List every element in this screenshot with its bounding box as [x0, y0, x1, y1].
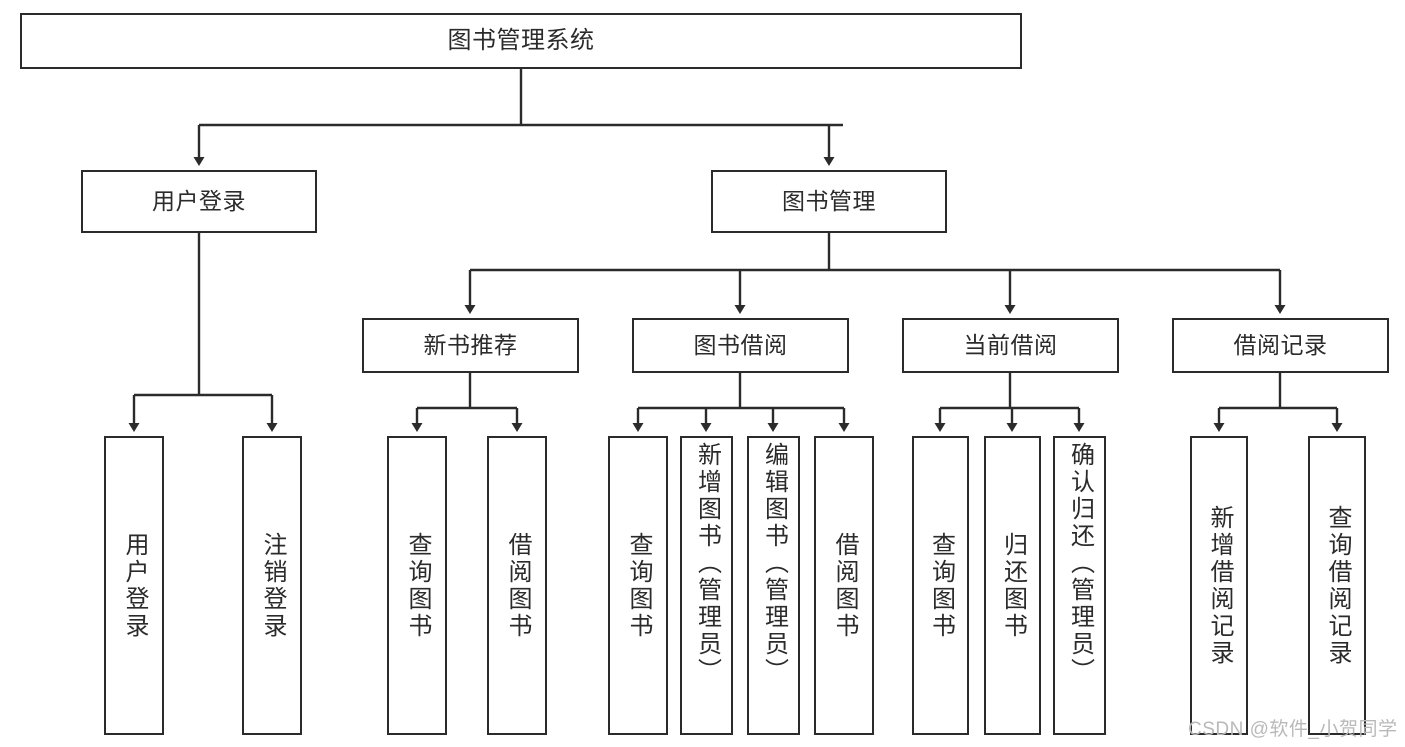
- node-leaf-borrow-edit-book[interactable]: 编辑图书（管理员）: [747, 436, 800, 735]
- node-user-login[interactable]: 用户登录: [81, 170, 317, 233]
- node-leaf-rec-add-record-label: 新增借阅记录: [1206, 504, 1233, 667]
- node-leaf-user-login[interactable]: 用户登录: [104, 436, 164, 735]
- node-leaf-rec-borrow-book[interactable]: 借阅图书: [487, 436, 547, 735]
- node-new-book-rec[interactable]: 新书推荐: [362, 318, 579, 373]
- node-leaf-rec-query-book[interactable]: 查询图书: [387, 436, 447, 735]
- node-leaf-borrow-add-book-label: 新增图书（管理员）: [693, 442, 721, 685]
- edge-group-new-book-rec: [411, 373, 523, 432]
- node-leaf-user-login-label: 用户登录: [121, 531, 148, 640]
- edge-group-book-borrow: [632, 373, 850, 432]
- node-leaf-cur-query-book-label: 查询图书: [927, 531, 955, 640]
- node-new-book-rec-label: 新书推荐: [423, 331, 518, 358]
- node-book-manage[interactable]: 图书管理: [711, 170, 947, 233]
- node-leaf-cur-query-book[interactable]: 查询图书: [912, 436, 969, 735]
- node-book-borrow[interactable]: 图书借阅: [632, 318, 849, 373]
- node-leaf-rec-add-record[interactable]: 新增借阅记录: [1190, 436, 1248, 735]
- edge-group-current-borrow: [934, 373, 1085, 432]
- watermark-text: CSDN @软件_小贺同学: [1188, 719, 1398, 740]
- node-user-login-label: 用户登录: [152, 187, 246, 214]
- edge-group-book-manage: [464, 233, 1286, 314]
- node-current-borrow[interactable]: 当前借阅: [902, 318, 1119, 373]
- node-leaf-cur-return-book[interactable]: 归还图书: [984, 436, 1041, 735]
- edge-group-user-login: [128, 233, 278, 432]
- node-leaf-cur-return-book-label: 归还图书: [999, 531, 1027, 640]
- node-borrow-record[interactable]: 借阅记录: [1172, 318, 1389, 373]
- node-leaf-borrow-query-book-label: 查询图书: [625, 531, 652, 640]
- node-leaf-user-logout[interactable]: 注销登录: [242, 436, 302, 735]
- node-root[interactable]: 图书管理系统: [20, 13, 1022, 69]
- edge-group-borrow-record: [1213, 373, 1343, 432]
- node-leaf-borrow-edit-book-label: 编辑图书（管理员）: [760, 442, 788, 685]
- node-current-borrow-label: 当前借阅: [963, 331, 1058, 358]
- node-leaf-rec-query-record-label: 查询借阅记录: [1324, 504, 1351, 667]
- node-leaf-borrow-query-book[interactable]: 查询图书: [608, 436, 668, 735]
- node-leaf-rec-query-book-label: 查询图书: [404, 531, 431, 640]
- node-leaf-cur-confirm-return[interactable]: 确认归还（管理员）: [1053, 436, 1106, 735]
- node-leaf-borrow-add-book[interactable]: 新增图书（管理员）: [680, 436, 733, 735]
- watermark: CSDN @软件_小贺同学: [1188, 714, 1397, 741]
- node-leaf-borrow-borrow-book[interactable]: 借阅图书: [814, 436, 874, 735]
- node-borrow-record-label: 借阅记录: [1233, 331, 1328, 358]
- node-root-label: 图书管理系统: [447, 26, 595, 54]
- node-book-manage-label: 图书管理: [782, 187, 876, 214]
- node-leaf-rec-query-record[interactable]: 查询借阅记录: [1308, 436, 1366, 735]
- edge-group-root: [193, 69, 843, 166]
- node-leaf-rec-borrow-book-label: 借阅图书: [504, 531, 531, 640]
- node-book-borrow-label: 图书借阅: [693, 331, 788, 358]
- node-leaf-cur-confirm-return-label: 确认归还（管理员）: [1066, 442, 1094, 685]
- node-leaf-user-logout-label: 注销登录: [259, 531, 286, 640]
- node-leaf-borrow-borrow-book-label: 借阅图书: [831, 531, 858, 640]
